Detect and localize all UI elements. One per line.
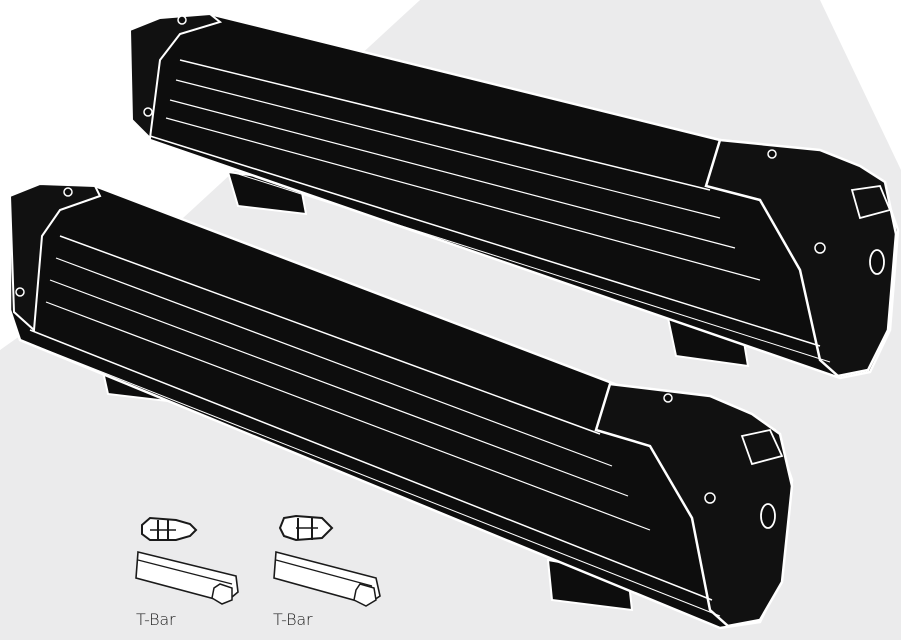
front-carrier-left-cap — [8, 182, 102, 333]
t-bar-profile-icon-1 — [135, 516, 239, 605]
front-carrier-lock-cap — [594, 382, 794, 628]
rear-carrier-button — [850, 185, 892, 220]
rear-carrier-left-cap — [128, 12, 223, 141]
ski-carrier-rear — [128, 12, 900, 380]
t-bar-label-2: T-Bar — [273, 610, 313, 629]
rear-carrier-lock-cap — [704, 138, 898, 378]
front-carrier-keyhole-icon — [760, 503, 776, 529]
background-white-top-right — [820, 0, 901, 170]
t-bar-label-1: T-Bar — [136, 610, 176, 629]
rear-carrier-keyhole-icon — [869, 249, 885, 275]
t-bar-profile-icon-2 — [273, 514, 381, 607]
front-carrier-button — [740, 428, 784, 466]
ski-carrier-front — [8, 182, 794, 630]
rear-carrier-screw-icon — [814, 242, 826, 254]
front-carrier-screw-icon — [704, 492, 716, 504]
